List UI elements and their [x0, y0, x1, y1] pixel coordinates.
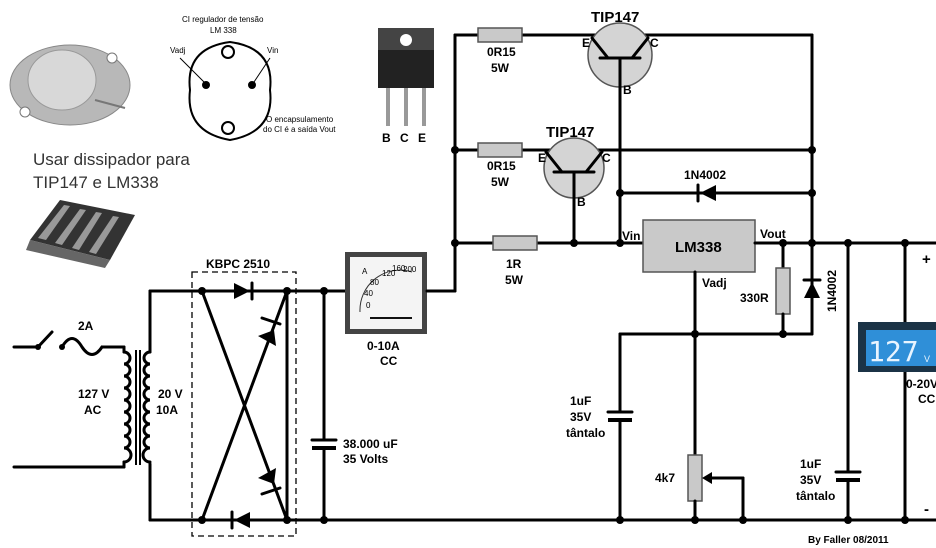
ammeter-tick-3: 120 [382, 269, 396, 278]
adj-node: 1uF 35V tântalo [566, 330, 814, 522]
ammeter-tick-0: 0 [366, 301, 371, 310]
switch-lever [36, 330, 54, 349]
reg-label: LM338 [675, 239, 722, 256]
secondary-v-label: 20 V [158, 387, 183, 401]
ammeter-tick-4: 160 [392, 264, 406, 273]
q2-b: B [577, 195, 586, 209]
diode-d3 [258, 468, 276, 484]
cap-main-value: 38.000 uF [343, 437, 398, 451]
filter-capacitor: 38.000 uF 35 Volts [285, 287, 398, 524]
mains-input: 2A 127 V AC [12, 319, 126, 469]
voltmeter: 127 V 0-20V CC + - [858, 241, 936, 522]
to247-package-photo: B C E [378, 28, 434, 145]
pot-label: 4k7 [655, 471, 675, 485]
ammeter-range-label: 0-10A [367, 339, 400, 353]
diode-1n4002-top [700, 185, 716, 201]
output-plus: + [922, 251, 931, 268]
diode-top-label: 1N4002 [684, 168, 726, 182]
secondary-a-label: 10A [156, 403, 178, 417]
pkg-c-label: C [400, 131, 409, 145]
c-out-type: tântalo [796, 489, 835, 503]
diode-d1 [234, 283, 250, 299]
q2-label: TIP147 [546, 124, 594, 141]
r330-label: 330R [740, 291, 769, 305]
heatsink-note-1: Usar dissipador para [33, 150, 190, 169]
fuse-label: 2A [78, 319, 94, 333]
r1-value: 0R15 [487, 45, 516, 59]
diode-d4 [234, 512, 250, 528]
mains-ac-label: AC [84, 403, 102, 417]
c-out-rating: 35V [800, 473, 821, 487]
bridge-rectifier: KBPC 2510 [191, 257, 297, 537]
pin-vin-label: Vin [267, 46, 278, 55]
pkg-b-label: B [382, 131, 391, 145]
potentiometer-4k7: 4k7 [655, 454, 745, 522]
r3-value: 1R [506, 257, 522, 271]
r3-power: 5W [505, 273, 524, 287]
q1-e: E [582, 36, 590, 50]
bridge-label: KBPC 2510 [206, 257, 270, 271]
q2-e: E [538, 151, 546, 165]
ammeter-cc-label: CC [380, 354, 398, 368]
cap-main-rating: 35 Volts [343, 452, 388, 466]
transistor-q1: TIP147 E C B [582, 9, 659, 97]
output-minus: - [924, 501, 929, 518]
base-line: 1N4002 [616, 88, 816, 247]
c-adj-rating: 35V [570, 410, 591, 424]
diode-side-label: 1N4002 [825, 270, 839, 312]
transformer: 20 V 10A [122, 289, 204, 522]
ground-rail [285, 516, 936, 524]
ammeter: A 0 40 80 120 160 200 0-10A CC [345, 252, 457, 368]
pin-vadj-label: Vadj [170, 46, 186, 55]
reg-vin: Vin [622, 229, 640, 243]
resistor-r1: 0R15 5W [477, 27, 523, 75]
ic-title-1: CI regulador de tensão [182, 15, 264, 24]
q2-c: C [602, 151, 611, 165]
diode-1n4002-side: 1N4002 [802, 241, 839, 336]
c-adj-type: tântalo [566, 426, 605, 440]
ammeter-scale-a: A [362, 267, 368, 276]
case-note-2: do CI é a saída Vout [263, 125, 336, 134]
ammeter-tick-1: 40 [364, 289, 373, 298]
regulator-lm338: LM338 Vin Vout Vadj [622, 219, 936, 457]
resistor-330r: 330R [740, 241, 791, 336]
fuse-symbol [60, 337, 104, 356]
reg-vout: Vout [760, 227, 786, 241]
to3-package-photo [9, 44, 131, 126]
voltmeter-cc: CC [918, 392, 936, 406]
voltmeter-display: 127 [868, 335, 919, 368]
heatsink-photo [26, 200, 135, 268]
voltmeter-unit: V [924, 354, 930, 364]
transistor-q2: TIP147 E C B [538, 124, 611, 247]
ic-title-2: LM 338 [210, 26, 237, 35]
ammeter-tick-5: 200 [403, 265, 417, 274]
resistor-r2: 0R15 5W [477, 142, 523, 189]
ammeter-tick-2: 80 [370, 278, 379, 287]
q1-b: B [623, 83, 632, 97]
output-capacitor: 1uF 35V tântalo [796, 241, 862, 522]
resistor-r3: 1R 5W [492, 235, 538, 287]
diode-d2 [258, 330, 276, 346]
q1-c: C [650, 36, 659, 50]
c-out-value: 1uF [800, 457, 821, 471]
voltmeter-range: 0-20V [906, 377, 936, 391]
lm338-pinout-drawing: CI regulador de tensão LM 338 Vadj Vin O… [170, 15, 336, 142]
q1-label: TIP147 [591, 9, 639, 26]
r2-value: 0R15 [487, 159, 516, 173]
case-note-1: O encapsulamento [266, 115, 334, 124]
credit-label: By Faller 08/2011 [808, 535, 889, 546]
c-adj-value: 1uF [570, 394, 591, 408]
reg-vadj: Vadj [702, 276, 727, 290]
heatsink-note-2: TIP147 e LM338 [33, 173, 159, 192]
r2-power: 5W [491, 175, 510, 189]
mains-v-label: 127 V [78, 387, 109, 401]
pkg-e-label: E [418, 131, 426, 145]
r1-power: 5W [491, 61, 510, 75]
